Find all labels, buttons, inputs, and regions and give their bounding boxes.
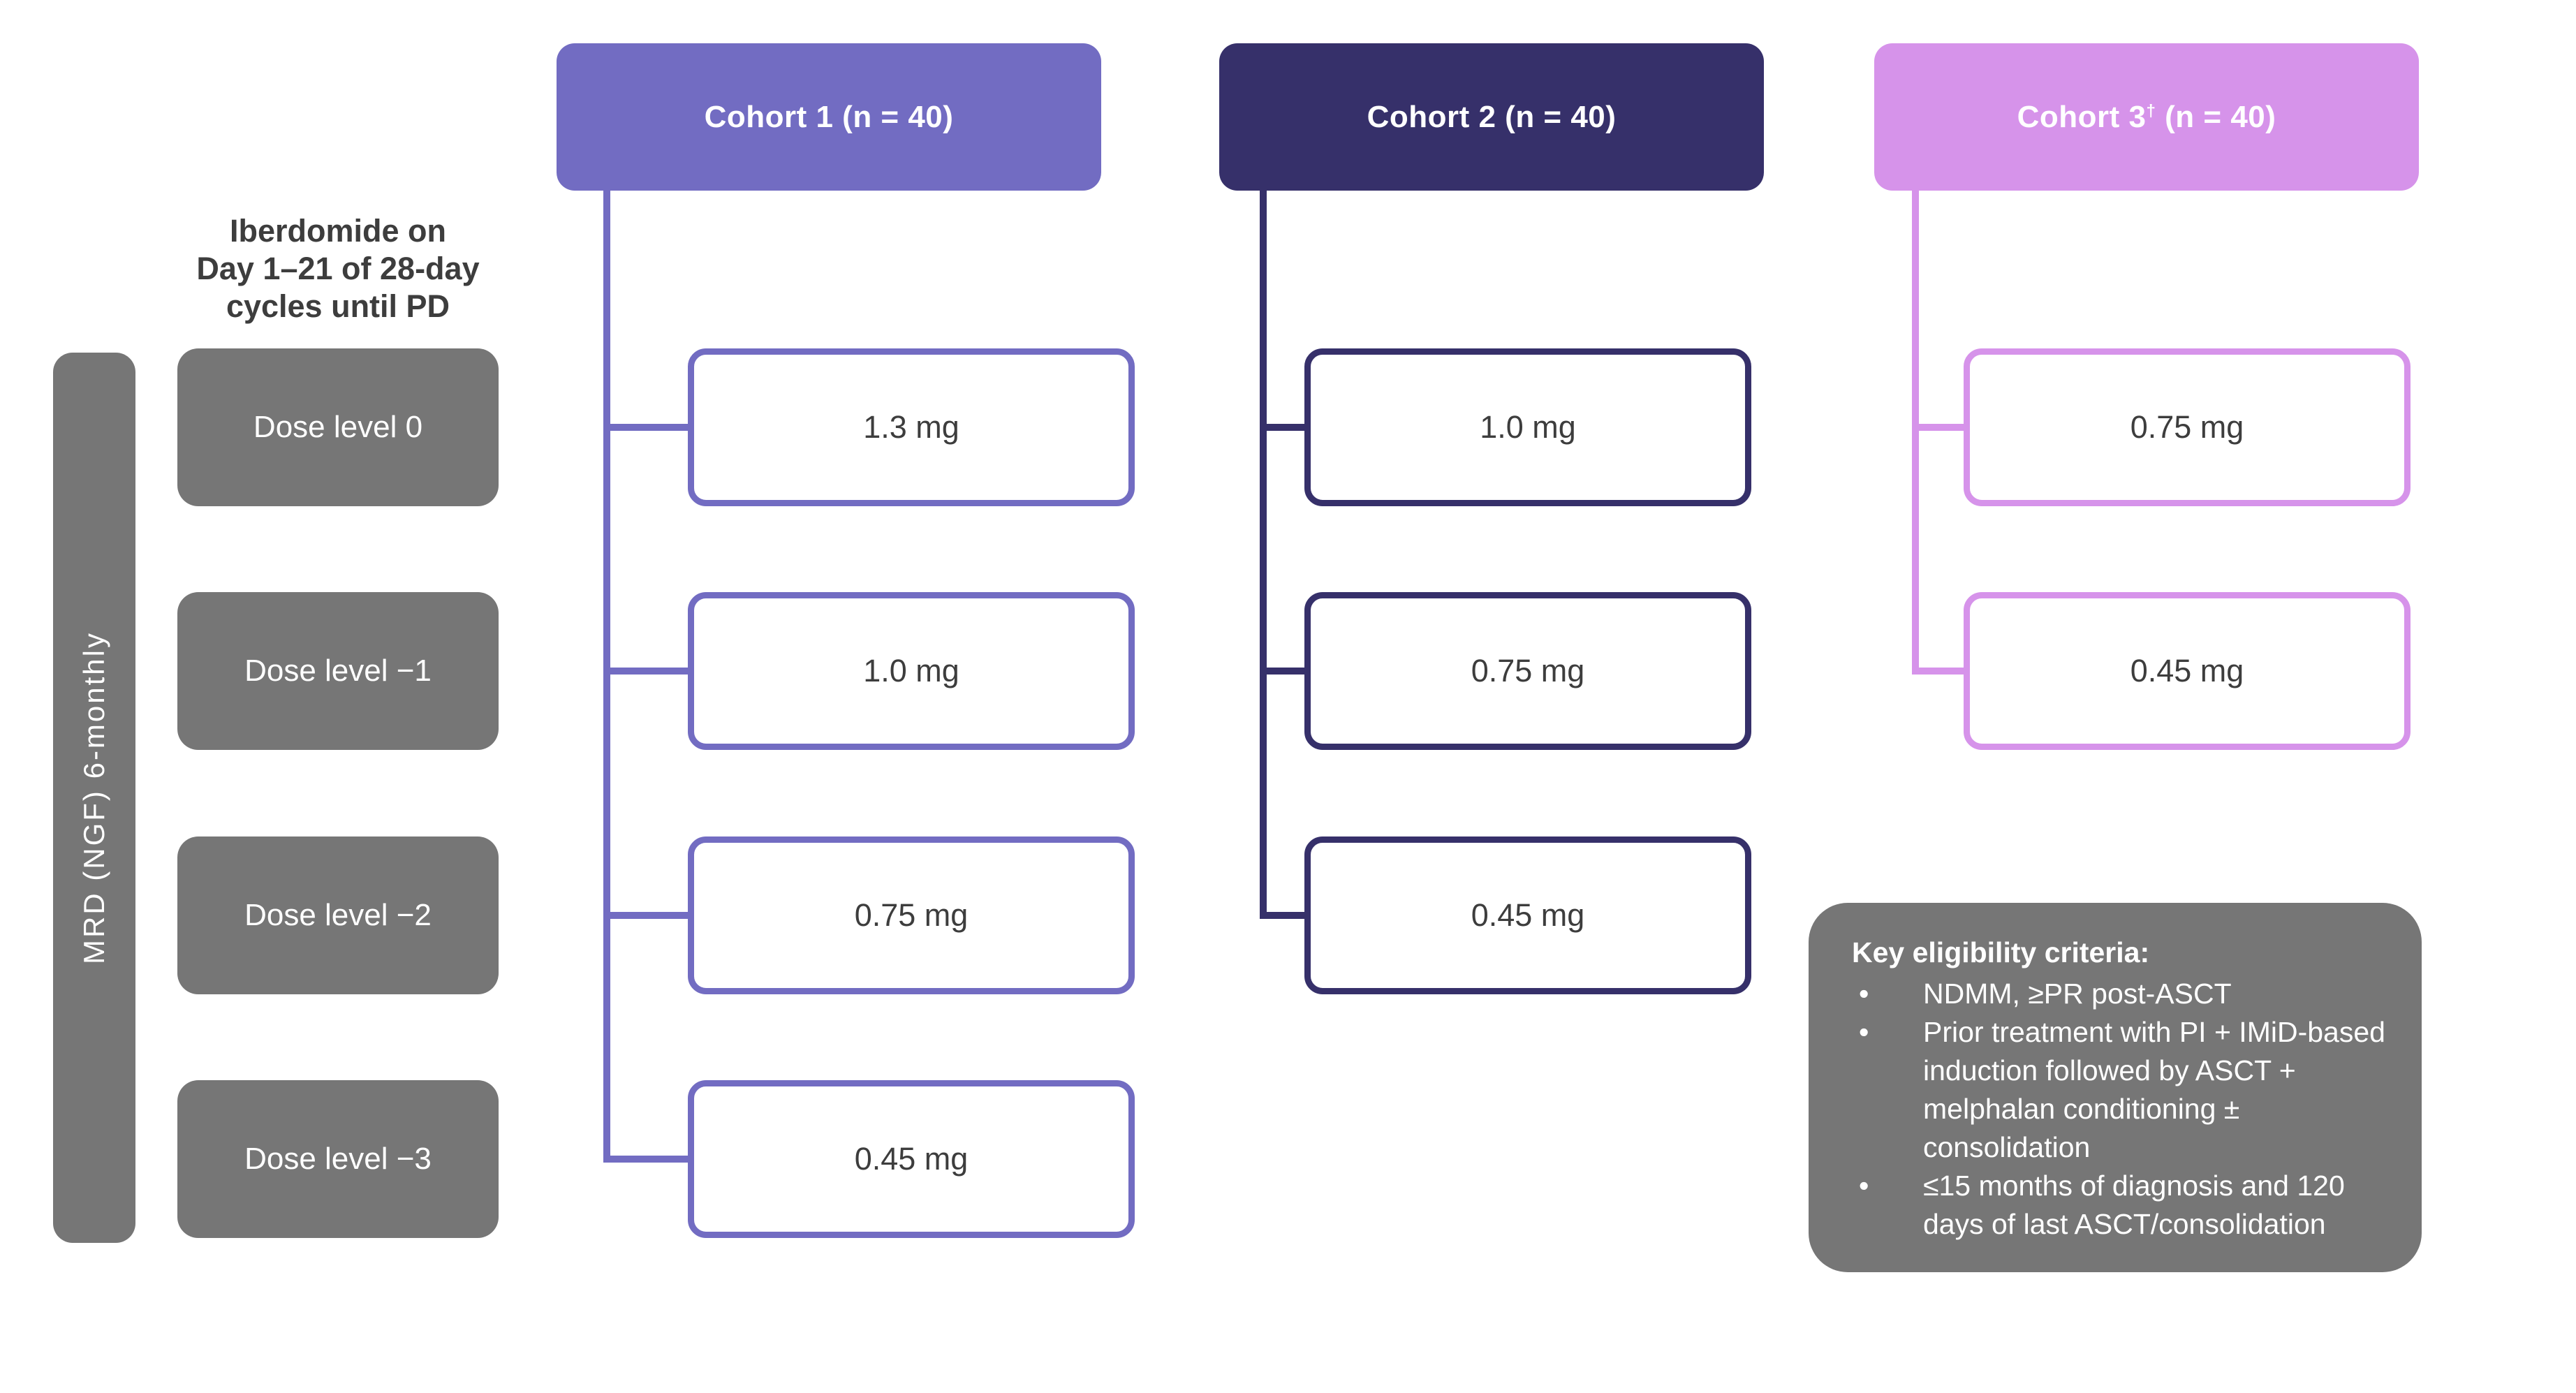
dose-level-box-1: Dose level −1: [177, 592, 499, 750]
cohort-2-header: Cohort 2 (n = 40): [1219, 43, 1764, 191]
dose-level-label-1: Dose level −1: [244, 654, 432, 688]
cohort-2-connector-vline: [1260, 191, 1267, 919]
cohort-2-dose-2: 0.75 mg: [1471, 653, 1585, 688]
dose-level-label-0: Dose level 0: [253, 410, 423, 444]
dose-level-label-2: Dose level −2: [244, 898, 432, 932]
cohort-3-dose-1: 0.75 mg: [2130, 409, 2244, 445]
cohort-1-branch-1: [603, 424, 688, 431]
cohort-1-dose-box-3: 0.75 mg: [688, 836, 1135, 994]
cohort-2-branch-2: [1260, 668, 1304, 675]
cohort-1-connector-vline: [603, 191, 610, 1163]
cohort-1-dose-box-4: 0.45 mg: [688, 1080, 1135, 1238]
cohort-2-dose-box-2: 0.75 mg: [1304, 592, 1751, 750]
cohort-1-dose-box-1: 1.3 mg: [688, 348, 1135, 506]
schedule-note-line-2: Day 1–21 of 28-day: [196, 251, 480, 286]
schedule-note-line-3: cycles until PD: [226, 288, 450, 324]
cohort-1-dose-2: 1.0 mg: [863, 653, 959, 688]
cohort-2-label: Cohort 2 (n = 40): [1367, 99, 1617, 134]
cohort-1-branch-4: [603, 1156, 688, 1163]
cohort-3-connector-vline: [1912, 191, 1919, 675]
eligibility-item-2: Prior treatment with PI + IMiD-based ind…: [1852, 1013, 2390, 1167]
cohort-2-dose-box-3: 0.45 mg: [1304, 836, 1751, 994]
eligibility-box: Key eligibility criteria: NDMM, ≥PR post…: [1809, 903, 2422, 1272]
mrd-label: MRD (NGF) 6-monthly: [78, 631, 110, 965]
cohort-3-dagger: †: [2146, 101, 2156, 120]
cohort-3-label: Cohort 3† (n = 40): [2017, 99, 2276, 134]
schedule-note: Iberdomide on Day 1–21 of 28-day cycles …: [156, 212, 520, 325]
cohort-1-dose-4: 0.45 mg: [854, 1141, 969, 1177]
cohort-3-dose-box-1: 0.75 mg: [1964, 348, 2411, 506]
cohort-3-header: Cohort 3† (n = 40): [1874, 43, 2419, 191]
cohort-3-dose-box-2: 0.45 mg: [1964, 592, 2411, 750]
cohort-1-branch-3: [603, 912, 688, 919]
cohort-1-header: Cohort 1 (n = 40): [557, 43, 1101, 191]
cohort-3-branch-1: [1912, 424, 1964, 431]
schedule-note-line-1: Iberdomide on: [229, 213, 446, 249]
cohort-2-dose-1: 1.0 mg: [1480, 409, 1576, 445]
eligibility-title: Key eligibility criteria:: [1852, 936, 2150, 968]
cohort-2-branch-3: [1260, 912, 1304, 919]
cohort-2-branch-1: [1260, 424, 1304, 431]
cohort-1-dose-box-2: 1.0 mg: [688, 592, 1135, 750]
cohort-3-branch-2: [1912, 668, 1964, 675]
dose-level-label-3: Dose level −3: [244, 1142, 432, 1176]
dose-level-box-0: Dose level 0: [177, 348, 499, 506]
eligibility-list: NDMM, ≥PR post-ASCT Prior treatment with…: [1852, 975, 2390, 1244]
dose-level-box-2: Dose level −2: [177, 836, 499, 994]
cohort-3-dose-2: 0.45 mg: [2130, 653, 2244, 688]
eligibility-item-1: NDMM, ≥PR post-ASCT: [1852, 975, 2390, 1013]
cohort-2-dose-box-1: 1.0 mg: [1304, 348, 1751, 506]
eligibility-item-3: ≤15 months of diagnosis and 120 days of …: [1852, 1167, 2390, 1244]
mrd-bar: MRD (NGF) 6-monthly: [53, 353, 135, 1243]
cohort-1-branch-2: [603, 668, 688, 675]
cohort-1-dose-1: 1.3 mg: [863, 409, 959, 445]
cohort-1-label: Cohort 1 (n = 40): [704, 99, 954, 134]
dose-level-box-3: Dose level −3: [177, 1080, 499, 1238]
cohort-2-dose-3: 0.45 mg: [1471, 897, 1585, 933]
cohort-1-dose-3: 0.75 mg: [854, 897, 969, 933]
